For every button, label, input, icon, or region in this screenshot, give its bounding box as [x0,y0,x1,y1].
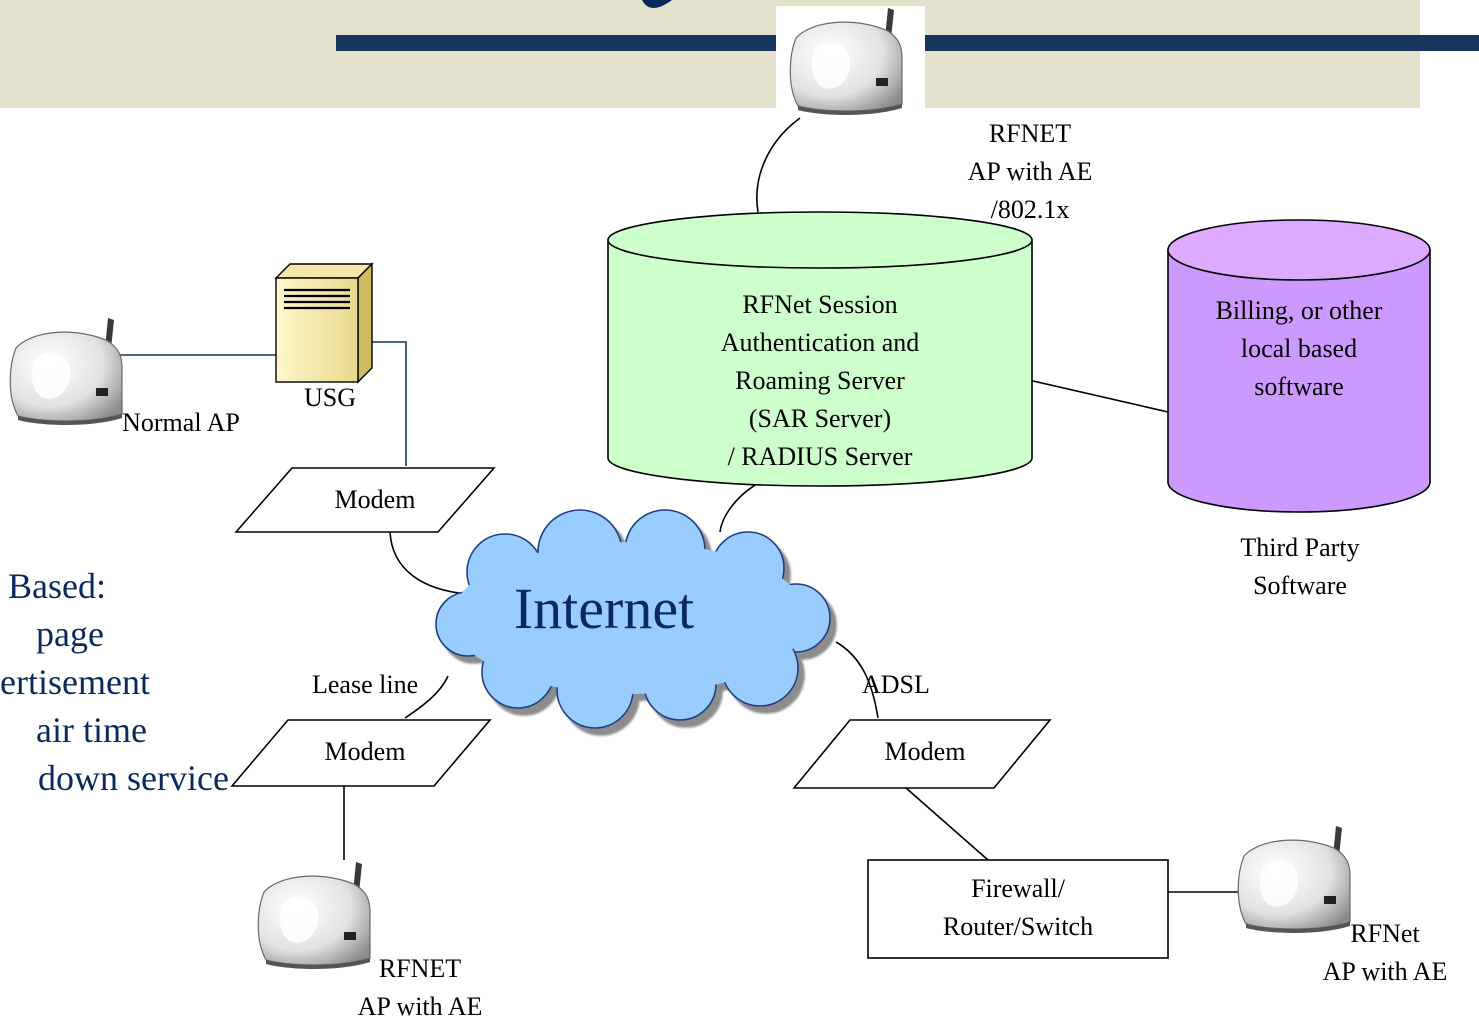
sar-server-line-3: Roaming Server [735,366,905,395]
internet-label: Internet [514,576,694,641]
billing-label: Billing, or other local based software [1174,292,1424,406]
normal-ap-label: Normal AP [122,408,240,437]
title-text-fragment [642,0,672,8]
rfnet-bottom-left-line-1: RFNET [378,954,462,983]
rfnet-bottom-left-line-2: AP with AE [357,992,483,1021]
access-point-top-icon [789,8,903,115]
line-server-to-billing [1019,377,1169,413]
connection-lines [118,117,1250,893]
rfnet-top-line-1: RFNET [988,119,1072,148]
billing-line-2: local based [1240,334,1358,363]
sar-server-cylinder [607,211,1033,487]
adsl-label: ADSL [862,670,930,699]
line-server-to-internet [719,481,761,533]
bullet-line-3: ertisement [0,662,150,702]
modem-left-label: Modem [324,737,406,766]
line-usg-to-modem [370,341,407,466]
banner-background [0,0,1420,108]
modem-left-shape [230,719,492,787]
line-modem-to-internet [389,531,469,595]
firewall-line-2: Router/Switch [942,912,1094,941]
billing-line-3: software [1254,372,1344,401]
billing-line-1: Billing, or other [1215,296,1383,325]
line-internet-to-right-modem [835,641,879,719]
sar-server-line-4: (SAR Server) [748,404,892,433]
modem-top-label: Modem [334,485,416,514]
internet-cloud [435,509,831,729]
line-internet-to-left-modem [404,675,449,719]
banner-rule-left [336,35,776,51]
title-banner [0,0,1479,110]
slide-bullet-list: Based: page ertisement air time down ser… [0,562,300,802]
firewall-line-1: Firewall/ [971,874,1065,903]
third-party-label: Third Party Software [1200,529,1400,605]
line-rfnet-top-to-server [756,117,801,213]
bullet-line-1: Based: [8,566,106,606]
lease-line-label: Lease line [312,670,419,699]
rfnet-bottom-right-line-1: RFNet [1350,919,1420,948]
firewall-label: Firewall/ Router/Switch [880,870,1156,946]
sar-server-label: RFNet Session Authentication and Roaming… [650,286,990,476]
line-right-modem-to-firewall [905,787,989,861]
rfnet-top-line-3: /802.1x [990,195,1070,224]
modem-top-shape [234,467,496,533]
usg-label: USG [303,383,356,412]
firewall-box [867,859,1169,959]
bullet-line-2: page [36,614,104,654]
third-party-line-2: Software [1253,571,1347,600]
bullet-line-5: down service [38,758,229,798]
banner-rule-right [925,35,1479,51]
modem-right-label: Modem [884,737,966,766]
rfnet-top-line-2: AP with AE [967,157,1093,186]
sar-server-line-2: Authentication and [720,328,920,357]
access-point-bottom-right-icon [1237,826,1351,933]
access-point-bottom-left-icon [257,862,371,969]
usg-server-icon [274,262,374,384]
sar-server-line-1: RFNet Session [742,290,898,319]
modem-right-shape [792,719,1052,789]
third-party-line-1: Third Party [1240,533,1360,562]
billing-cylinder [1167,219,1431,513]
access-point-normal-icon [9,318,123,425]
rfnet-bottom-right-label: RFNet AP with AE [1300,915,1470,991]
rfnet-bottom-right-line-2: AP with AE [1322,957,1448,986]
rfnet-bottom-left-label: RFNET AP with AE [330,950,510,1026]
bullet-line-4: air time [36,710,147,750]
rfnet-top-label: RFNET AP with AE /802.1x [930,115,1130,229]
sar-server-line-5: / RADIUS Server [727,442,913,471]
